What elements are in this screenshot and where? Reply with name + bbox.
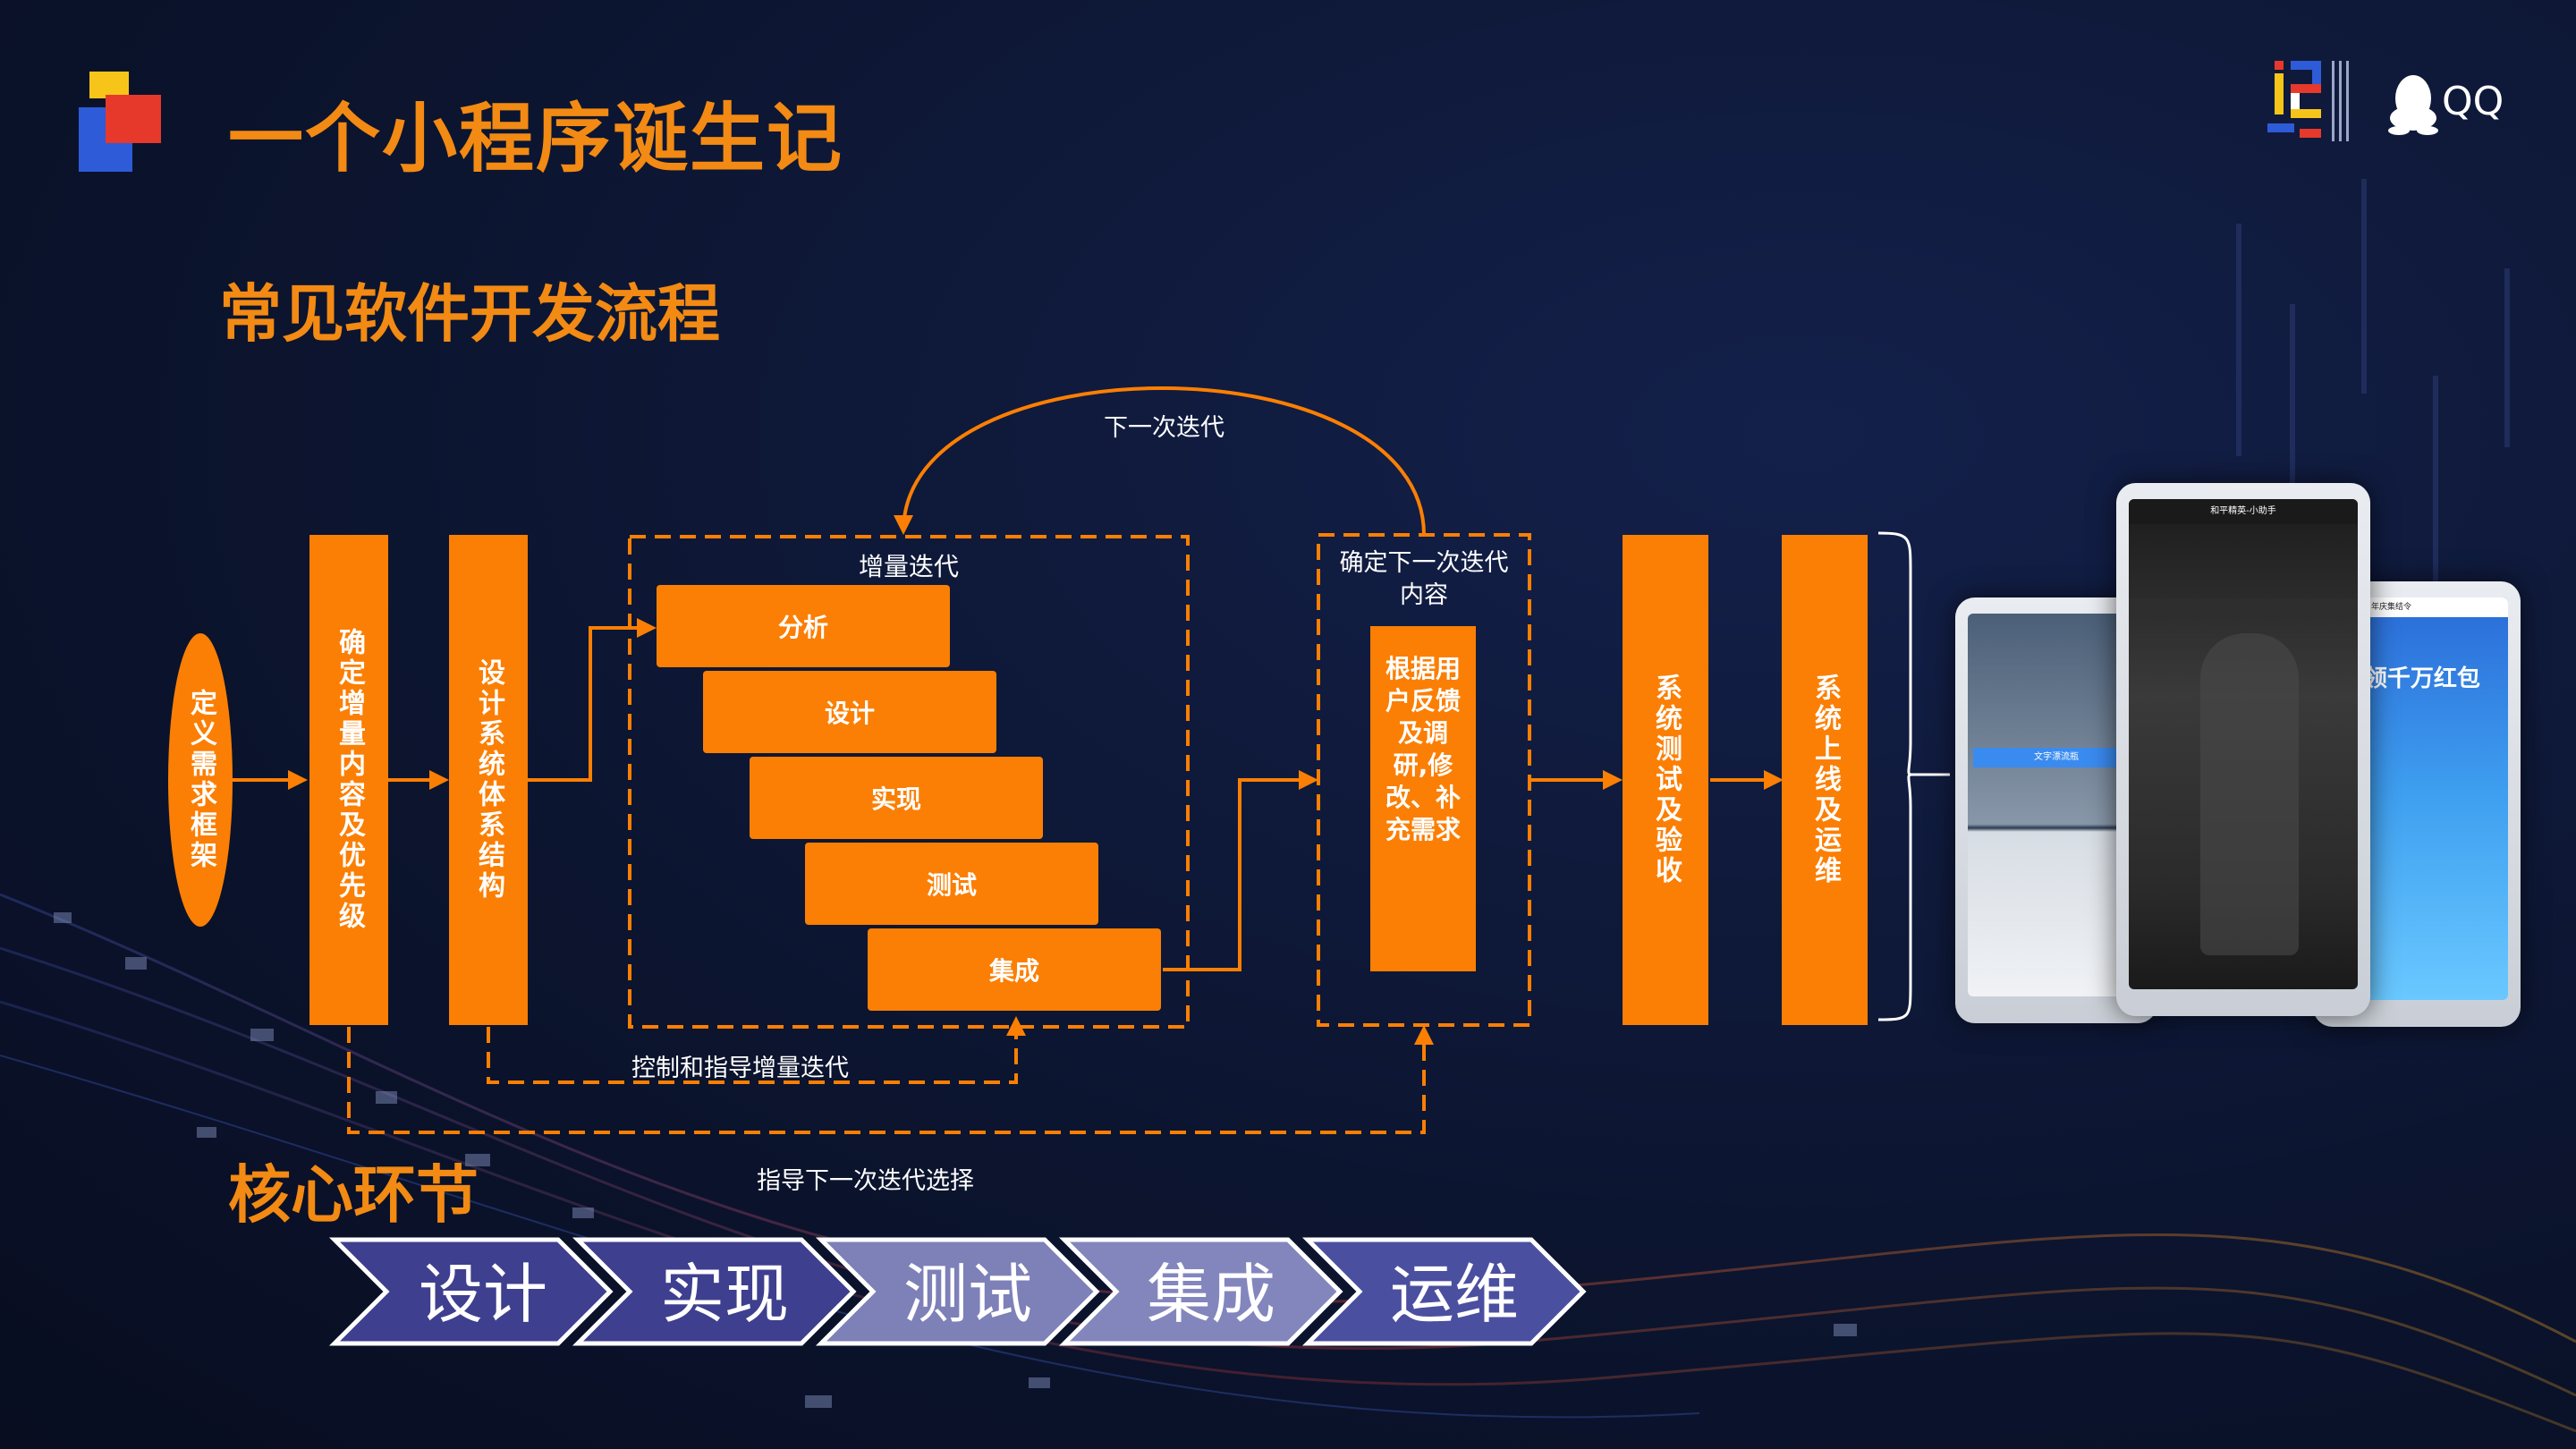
phone-right-banner: !领千万红包 bbox=[2353, 665, 2480, 692]
corner-logo bbox=[79, 72, 161, 172]
step-integrate: 集成 bbox=[868, 928, 1161, 1011]
design-architecture-node: 设计系统体系结构 bbox=[449, 535, 528, 1025]
core-step-test: 测试 bbox=[902, 1256, 1032, 1332]
control-label: 控制和指导增量迭代 bbox=[631, 1055, 849, 1082]
define-framework-node: 定义需求框架 bbox=[168, 633, 233, 927]
confirm-increment-node: 确定增量内容及优先级 bbox=[309, 535, 388, 1025]
section-title-process: 常见软件开发流程 bbox=[219, 277, 720, 351]
core-step-operate: 运维 bbox=[1389, 1256, 1519, 1332]
phone-center-header: 和平精英-小助手 bbox=[2129, 499, 2358, 524]
phone-right-header: 和平精英周年庆集结令 bbox=[2326, 597, 2508, 617]
core-step-design: 设计 bbox=[418, 1256, 547, 1332]
step-test: 测试 bbox=[805, 843, 1098, 925]
next-iteration-box-label: 确定下一次迭代 内容 bbox=[1339, 549, 1509, 609]
system-launch-node: 系统上线及运维 bbox=[1782, 535, 1868, 1025]
guide-label: 指导下一次迭代选择 bbox=[757, 1167, 974, 1195]
feedback-node: 根据用户反馈及调研,修改、补充需求 bbox=[1370, 626, 1476, 971]
core-step-integrate: 集成 bbox=[1146, 1256, 1275, 1332]
step-design: 设计 bbox=[703, 671, 996, 753]
system-test-node: 系统测试及验收 bbox=[1623, 535, 1708, 1025]
phone-left-header: 文字漂流瓶 bbox=[1973, 748, 2140, 767]
core-step-implement: 实现 bbox=[659, 1256, 789, 1332]
qq-logo-text: QQ bbox=[2442, 79, 2504, 124]
slide-title: 一个小程序诞生记 bbox=[228, 95, 844, 182]
step-analysis: 分析 bbox=[657, 585, 950, 667]
increment-iteration-label: 增量迭代 bbox=[858, 552, 959, 581]
loop-label: 下一次迭代 bbox=[1104, 414, 1224, 442]
phone-center: 和平精英-小助手 bbox=[2116, 483, 2370, 1016]
section-title-core: 核心环节 bbox=[228, 1158, 479, 1232]
step-implement: 实现 bbox=[750, 757, 1043, 839]
conference-logo-icon bbox=[2267, 61, 2349, 141]
qq-penguin-icon bbox=[2388, 75, 2438, 135]
